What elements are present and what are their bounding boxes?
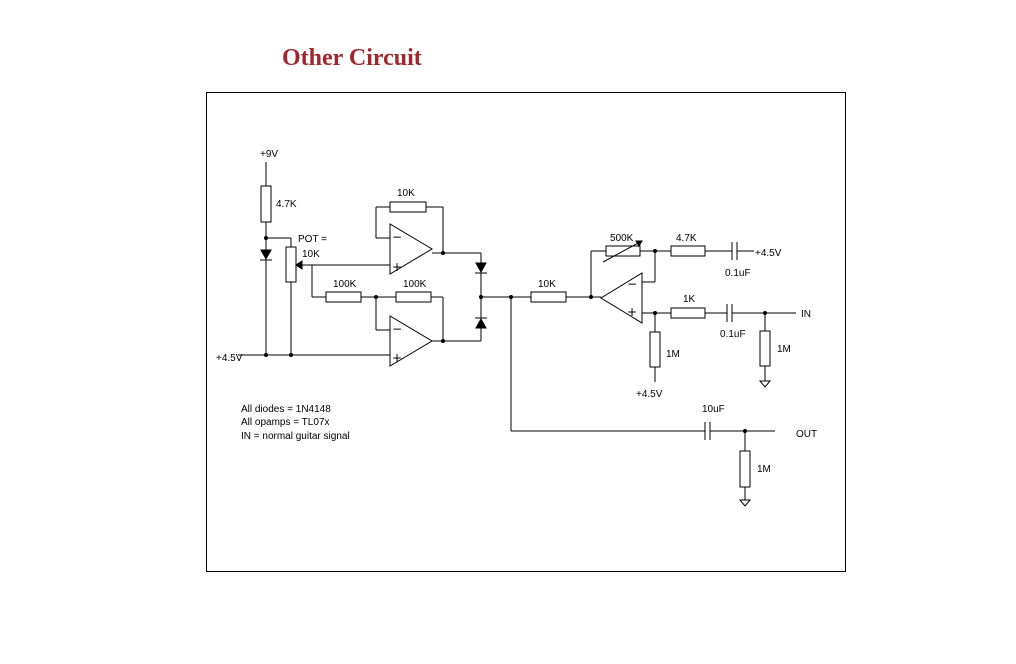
label-resistor-4k7-supply: 4.7K	[276, 199, 297, 210]
resistor-4k7-right	[670, 245, 706, 257]
label-9v: +9V	[260, 149, 278, 160]
opamp-1: − + 10K	[312, 188, 487, 297]
opamp-2-plus: +	[392, 351, 402, 365]
label-cap-10uf: 10uF	[702, 404, 725, 415]
potentiometer-10k	[285, 246, 297, 283]
label-cap-01uf-bottom: 0.1uF	[720, 329, 746, 340]
label-4v5-cap: +4.5V	[755, 248, 782, 259]
component-notes: All diodes = 1N4148 All opamps = TL07x I…	[241, 404, 350, 442]
label-resistor-1m-input: 1M	[777, 344, 791, 355]
label-cap-01uf-top: 0.1uF	[725, 268, 751, 279]
variable-arrow-icon	[635, 240, 643, 247]
note-diodes: All diodes = 1N4148	[241, 404, 331, 415]
diode-1	[475, 262, 487, 274]
resistor-1m-output	[739, 450, 751, 488]
schematic-frame	[206, 92, 846, 572]
label-resistor-10k-mid: 10K	[538, 279, 556, 290]
resistor-1m-input	[759, 330, 771, 367]
output-section: 10uF OUT 1M	[702, 404, 817, 507]
opamp-2: − + 100K	[374, 279, 487, 367]
label-pot-line1: POT =	[298, 234, 327, 245]
label-resistor-100k-a: 100K	[333, 279, 357, 290]
label-resistor-10k-feedback: 10K	[397, 188, 415, 199]
label-resistor-1m-bias: 1M	[666, 349, 680, 360]
label-in: IN	[801, 309, 811, 320]
label-resistor-1k: 1K	[683, 294, 696, 305]
potentiometer: POT = 10K 100K	[264, 234, 391, 357]
note-input: IN = normal guitar signal	[241, 431, 350, 442]
opamp-3-minus: −	[627, 277, 637, 291]
opamp-1-plus: +	[392, 260, 402, 274]
label-4v5-left: +4.5V	[216, 353, 243, 364]
resistor-4k7-supply	[260, 185, 272, 223]
label-resistor-100k-b: 100K	[403, 279, 427, 290]
opamp-1-symbol	[389, 223, 433, 275]
label-4v5-bottom: +4.5V	[636, 389, 663, 400]
resistor-1m-bias	[649, 331, 661, 368]
pot-wiper-arrow-icon	[295, 260, 303, 270]
opamp-3-plus: +	[627, 305, 637, 319]
diode-supply	[260, 249, 272, 261]
page-title: Other Circuit	[282, 45, 422, 71]
opamp-3-symbol	[600, 272, 643, 324]
opamp-2-symbol	[389, 315, 433, 367]
ground-icon-output	[738, 499, 752, 507]
supply-branch: +9V 4.7K +4.5V	[216, 149, 392, 364]
resistor-100k-b	[395, 291, 432, 303]
resistor-100k-a	[325, 291, 362, 303]
summing-node: 10K	[479, 279, 705, 432]
opamp-3: − + 500K 4.7K +4.5V 0.1uF 1M +4.5V 1K	[589, 233, 811, 400]
diode-2	[475, 317, 487, 329]
resistor-1k	[670, 307, 706, 319]
opamp-1-minus: −	[392, 230, 402, 244]
resistor-10k-mid	[530, 291, 567, 303]
label-out: OUT	[796, 429, 817, 440]
resistor-10k-feedback	[389, 201, 427, 213]
label-pot-line2: 10K	[302, 249, 320, 260]
label-resistor-4k7-right: 4.7K	[676, 233, 697, 244]
opamp-2-minus: −	[392, 322, 402, 336]
note-opamps: All opamps = TL07x	[241, 417, 329, 428]
ground-icon-input	[758, 380, 772, 388]
label-resistor-1m-output: 1M	[757, 464, 771, 475]
label-resistor-500k: 500K	[610, 233, 634, 244]
